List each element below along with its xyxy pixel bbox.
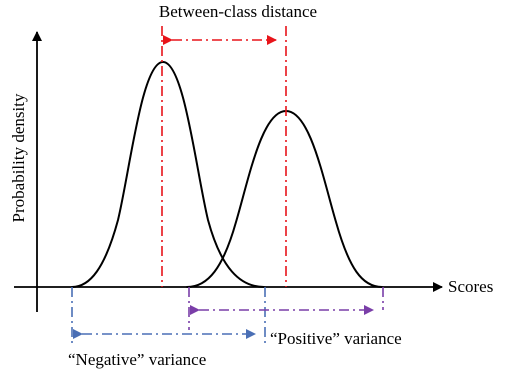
negative-variance-marker: [71, 287, 266, 344]
between-class-distance-label: Between-class distance: [159, 2, 317, 21]
positive-distribution-curve: [186, 110, 383, 288]
between-class-distance-marker: [161, 26, 287, 287]
x-axis-label: Scores: [448, 277, 493, 296]
positive-variance-marker: [188, 287, 384, 330]
negative-distribution-curve: [71, 61, 265, 288]
negative-variance-label: “Negative” variance: [68, 350, 206, 369]
y-axis-label: Probability density: [9, 93, 28, 222]
positive-variance-label: “Positive” variance: [270, 329, 402, 348]
